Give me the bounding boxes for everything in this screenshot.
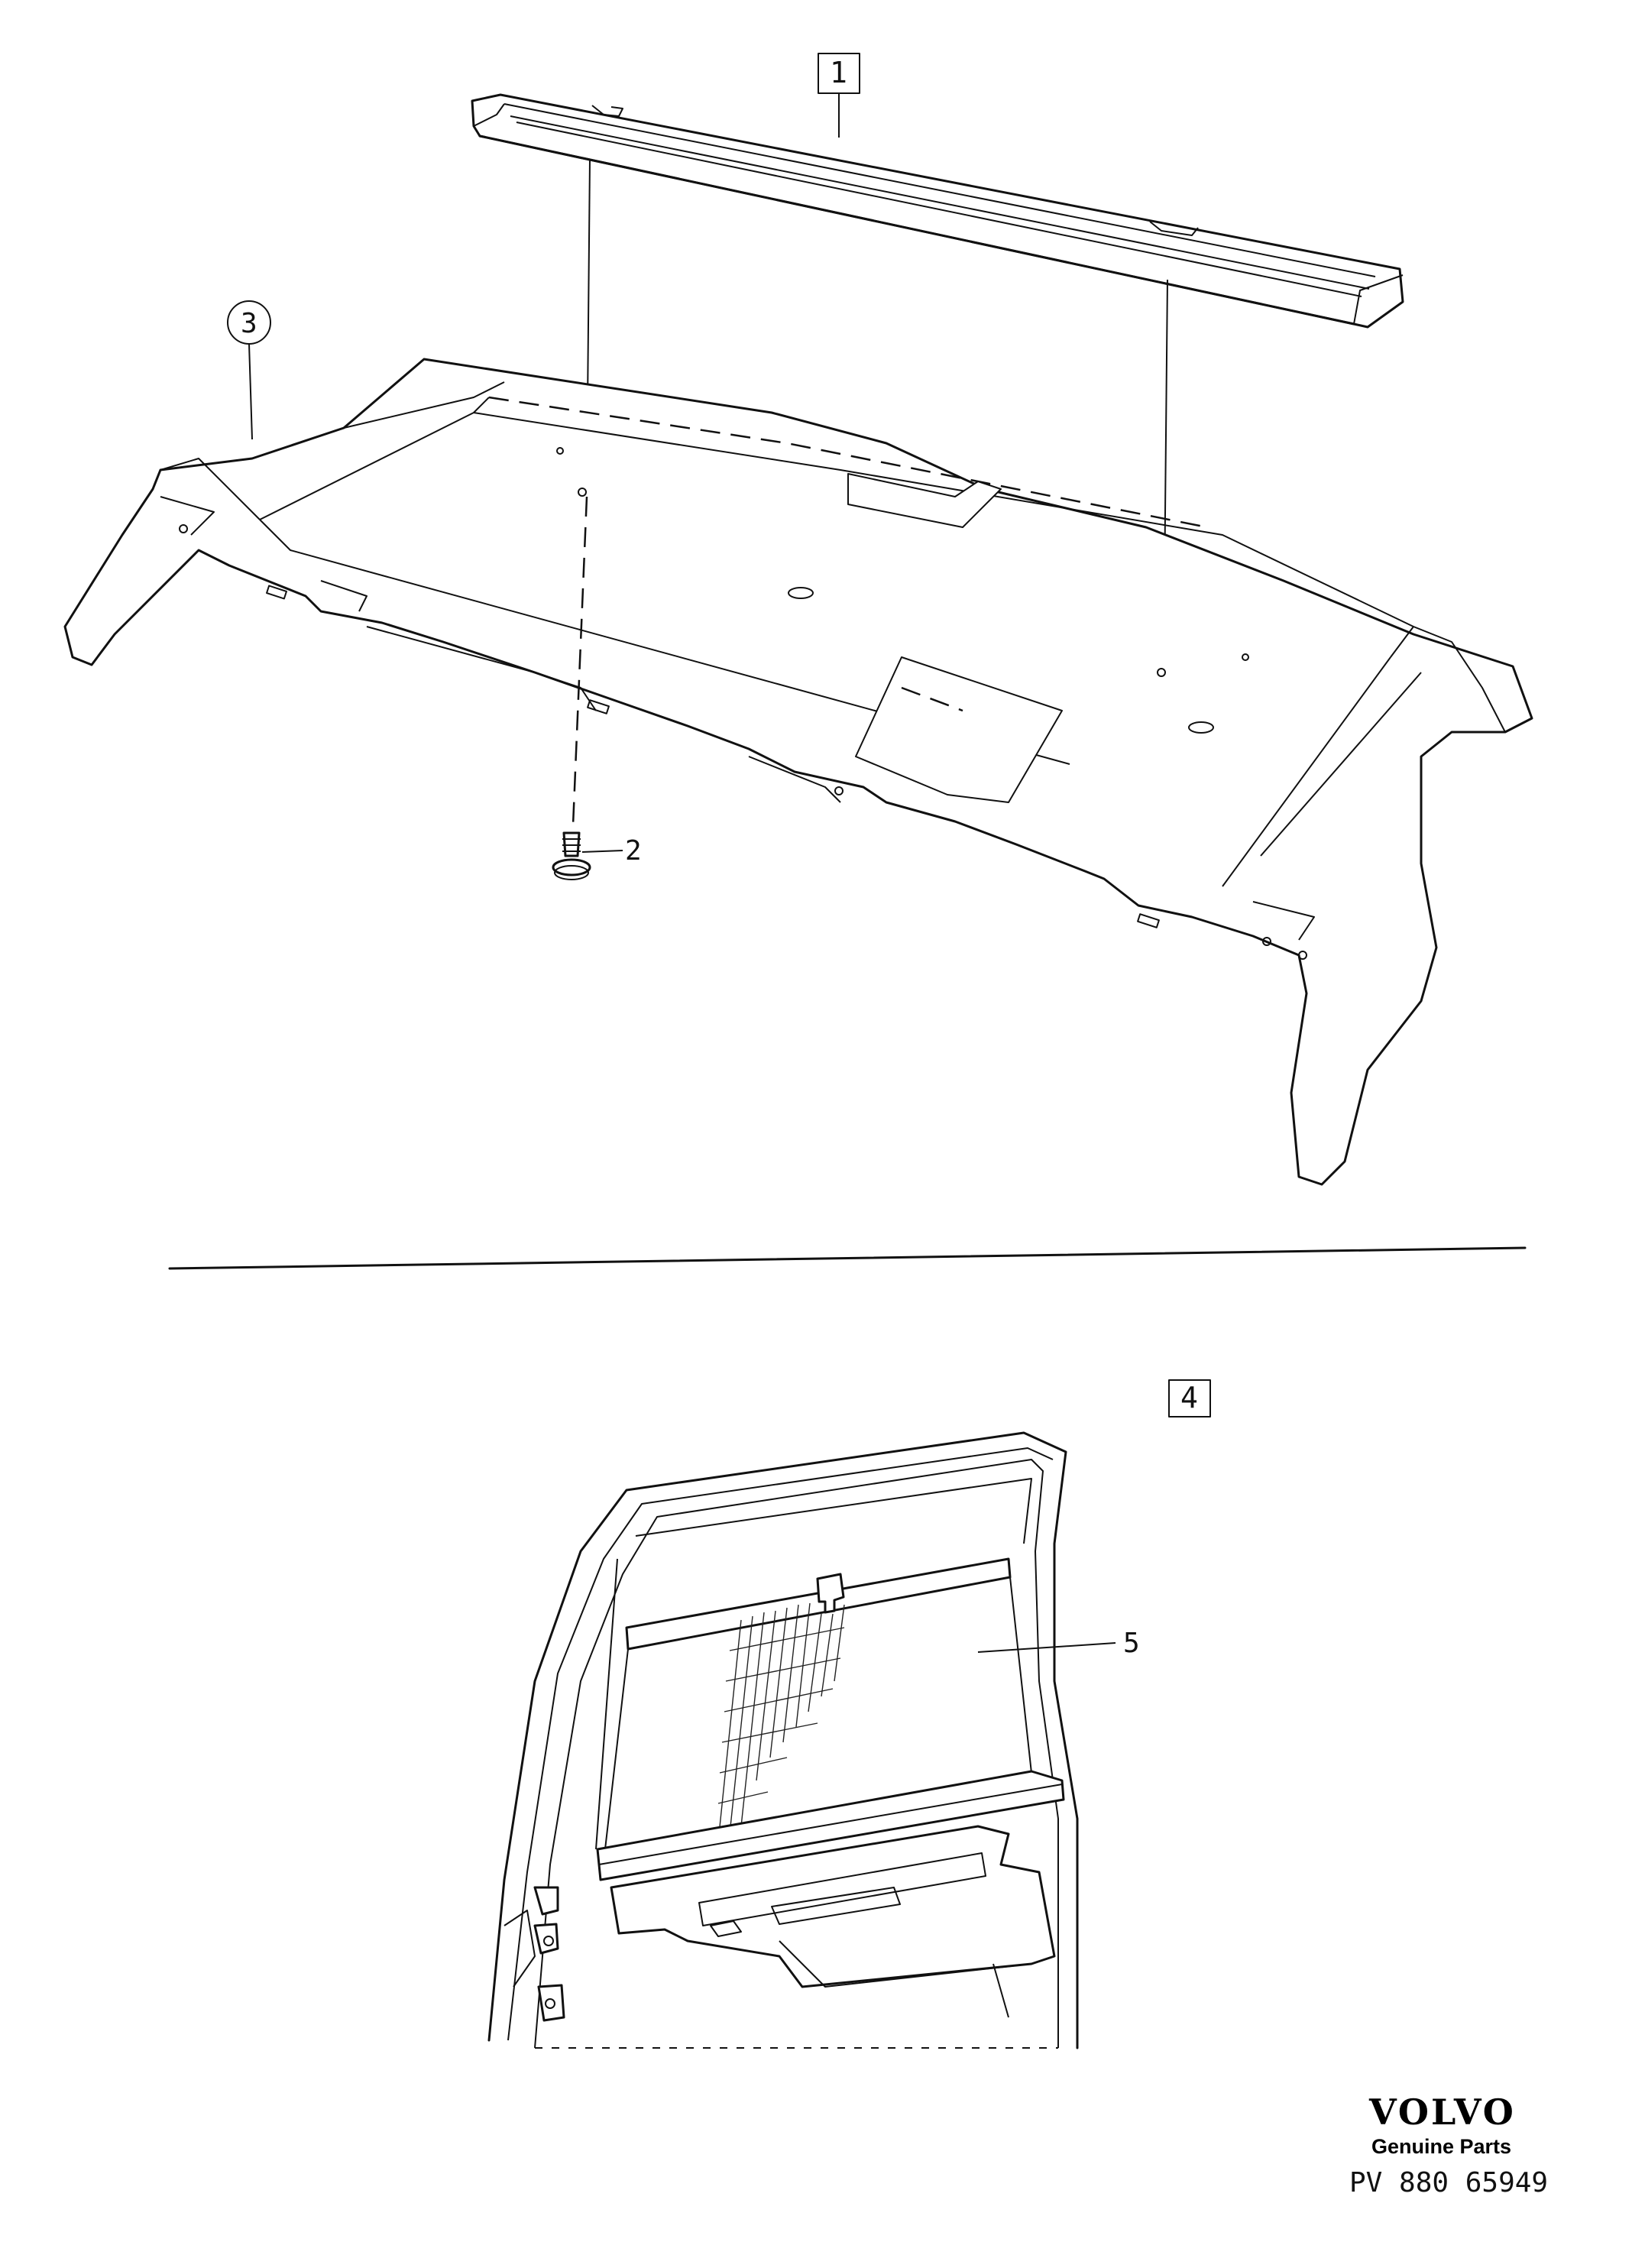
callout-4: 4	[1168, 1379, 1211, 1418]
callout-5-label: 5	[1123, 1628, 1140, 1659]
callout-1: 1	[818, 53, 860, 138]
callout-2: 2	[581, 835, 642, 867]
callout-3: 3	[227, 300, 271, 440]
callout-1-label: 1	[830, 56, 847, 89]
brand-block: VOLVO Genuine Parts PV 880 65949	[1349, 2091, 1548, 2198]
drawing-reference: PV 880 65949	[1349, 2167, 1548, 2198]
callout-3-label: 3	[241, 308, 257, 339]
screw	[552, 496, 591, 880]
parcel-shelf	[63, 358, 1533, 1186]
brake-light-bar	[471, 93, 1404, 329]
genuine-parts-label: Genuine Parts	[1371, 2135, 1511, 2158]
callout-5: 5	[977, 1628, 1140, 1659]
rear-door	[487, 1431, 1079, 2049]
callout-2-label: 2	[625, 835, 642, 867]
section-divider	[168, 1246, 1527, 1270]
callout-4-label: 4	[1180, 1381, 1198, 1414]
volvo-logo: VOLVO	[1368, 2091, 1516, 2133]
